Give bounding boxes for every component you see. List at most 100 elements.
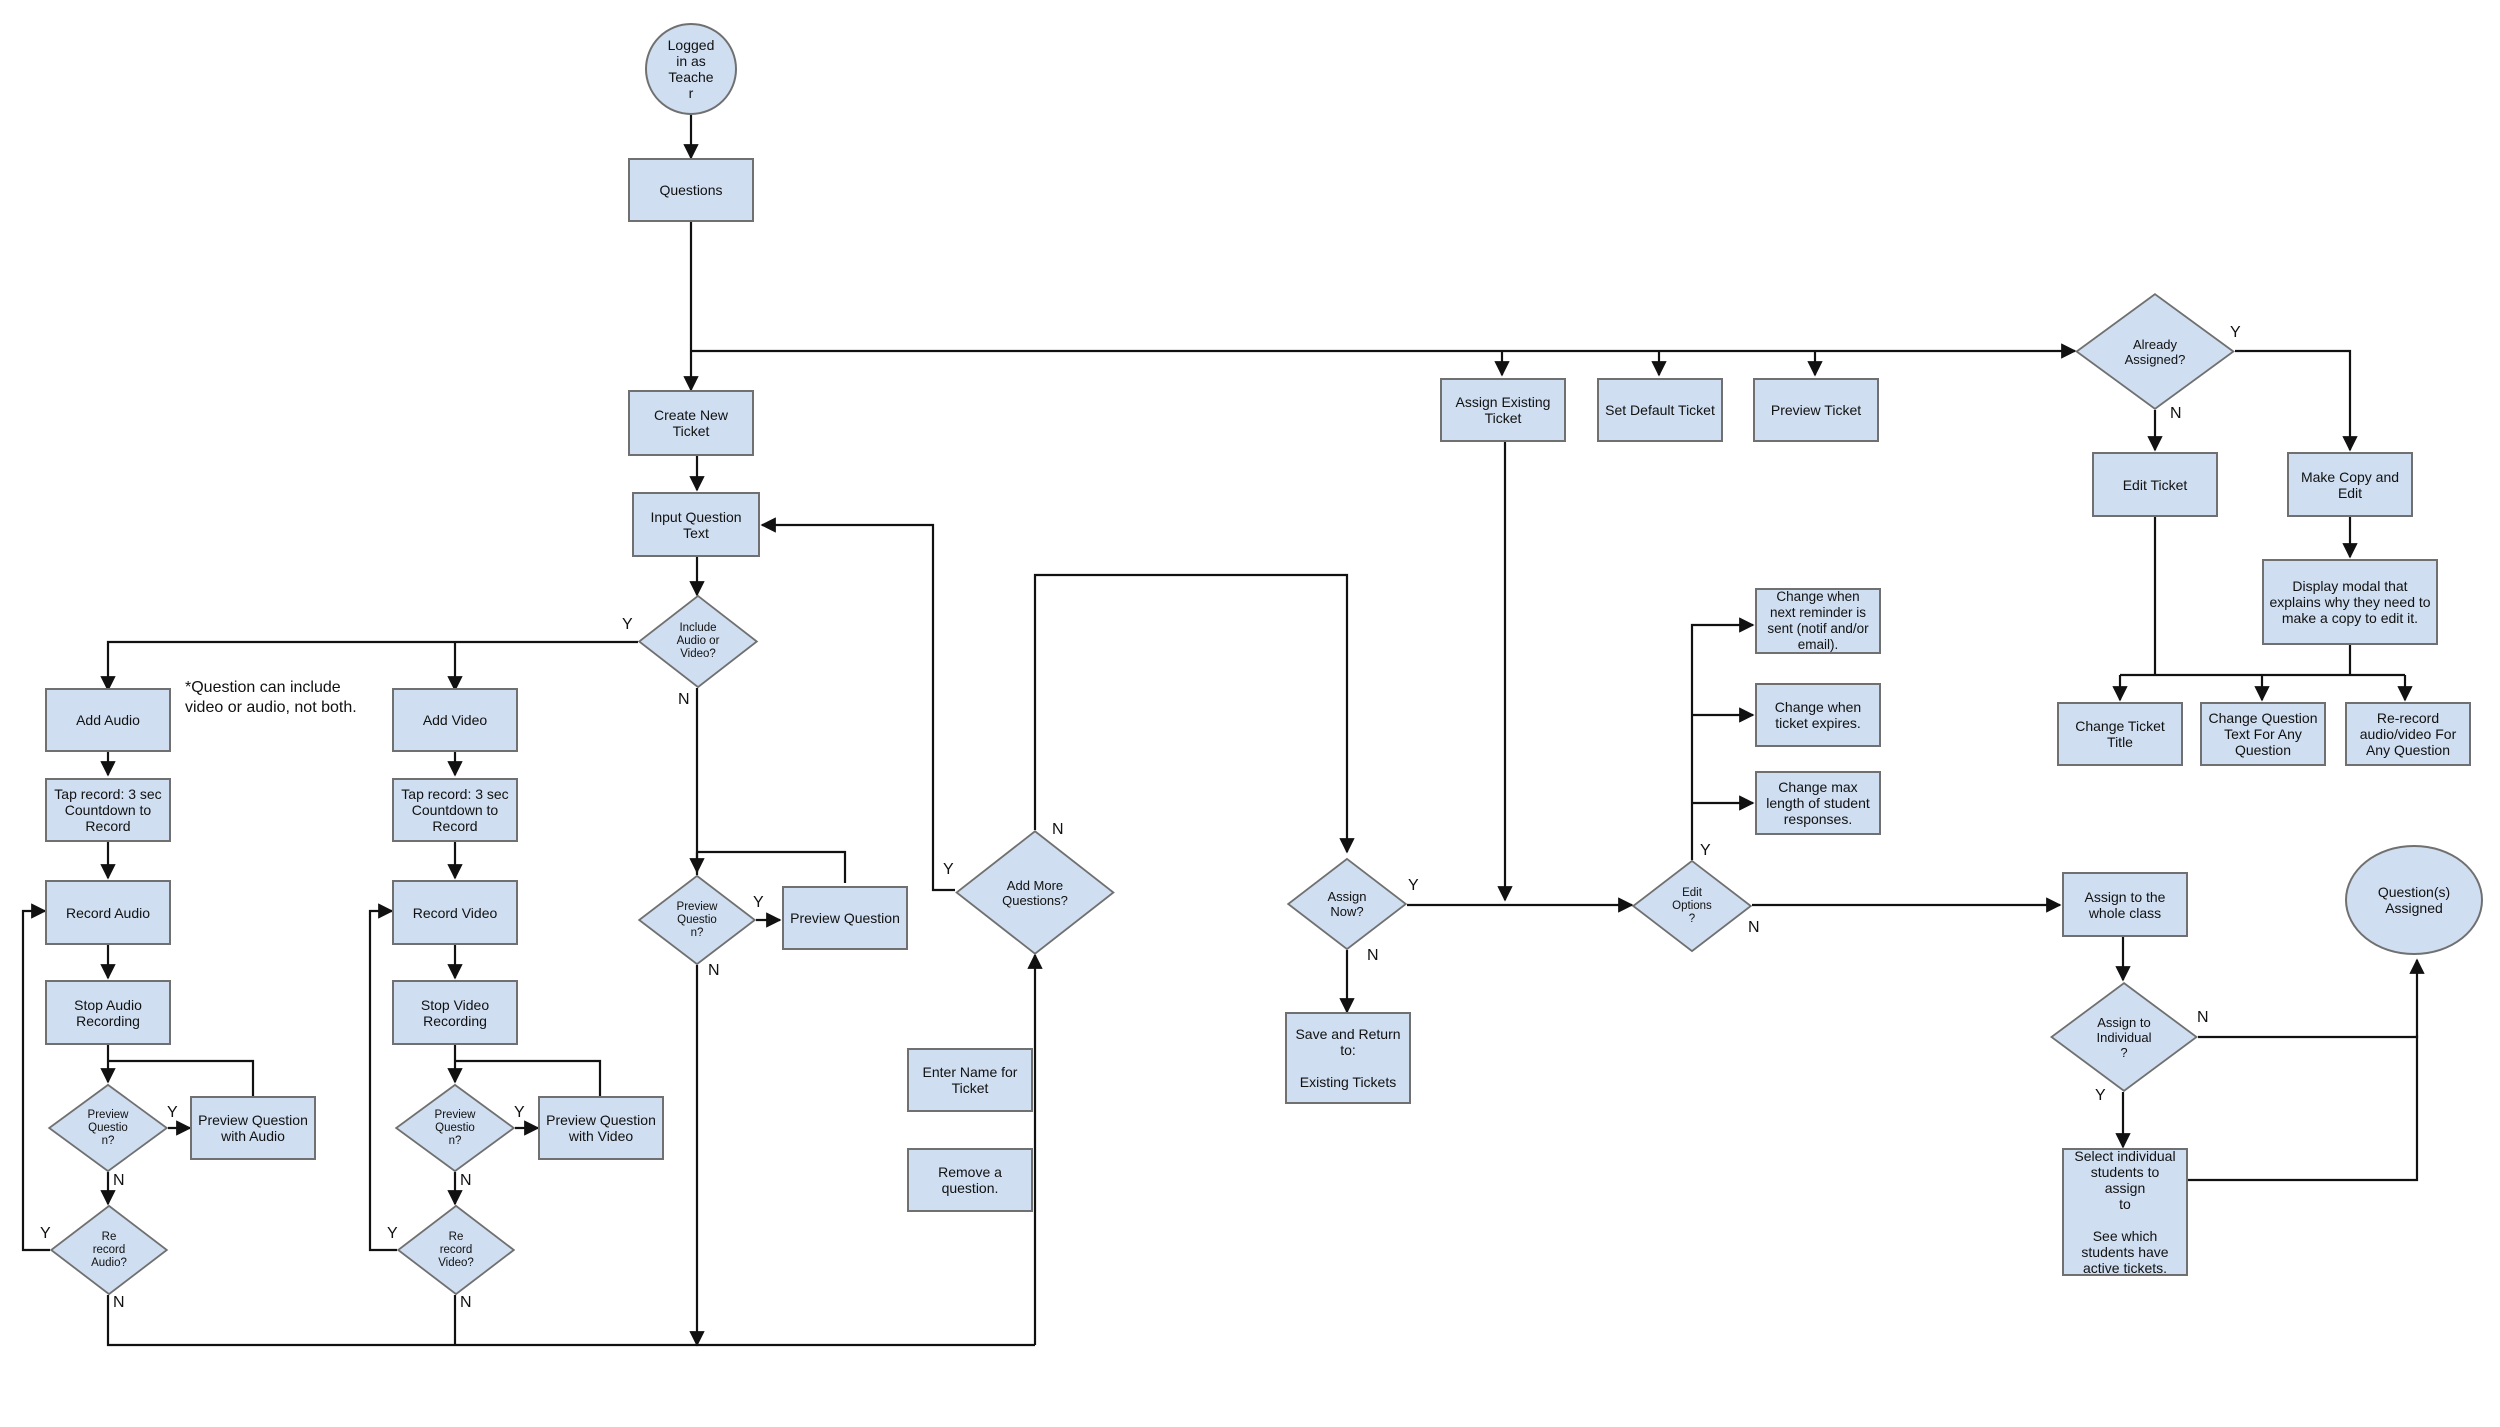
edge-select-to-assigned — [2188, 1035, 2419, 1182]
rerecord-audio-no-label: N — [113, 1294, 125, 1311]
input-question-text-node: Input Question Text — [632, 492, 760, 557]
preview-mid-yes-label: Y — [753, 894, 764, 911]
create-new-ticket-node: Create New Ticket — [628, 390, 754, 456]
tap-record-audio-node: Tap record: 3 sec Countdown to Record — [45, 778, 171, 842]
diamond-shape — [2075, 293, 2235, 410]
edge-rerecord-audio-no — [106, 1295, 1035, 1347]
decision-label: Include Audio or Video? — [676, 622, 720, 660]
decision-label: Assign to Individual ? — [2096, 1014, 2152, 1060]
decision-label: Already Assigned? — [2124, 336, 2186, 367]
add-more-yes-label: Y — [943, 861, 954, 878]
preview-audio-yes-label: Y — [167, 1104, 178, 1121]
save-return-node: Save and Return to: Existing Tickets — [1285, 1012, 1411, 1104]
preview-mid-no-label: N — [708, 962, 720, 979]
rerecord-audio-yes-label: Y — [40, 1225, 51, 1242]
preview-video-yes-label: Y — [514, 1104, 525, 1121]
make-copy-node: Make Copy and Edit — [2287, 452, 2413, 517]
add-more-no-label: N — [1052, 821, 1064, 838]
decision-label: Preview Questio n? — [87, 1108, 129, 1147]
preview-with-audio-node: Preview Question with Audio — [190, 1096, 316, 1160]
decision-label: Re record Audio? — [91, 1230, 127, 1269]
already-assigned-decision: Already Assigned? — [2075, 293, 2235, 410]
change-expires-node: Change when ticket expires. — [1755, 683, 1881, 747]
assign-individual-decision: Assign to Individual ? — [2050, 982, 2198, 1092]
enter-name-node: Enter Name for Ticket — [907, 1048, 1033, 1112]
stop-audio-node: Stop Audio Recording — [45, 980, 171, 1045]
already-assigned-no-label: N — [2170, 405, 2182, 422]
diamond-shape — [2050, 982, 2198, 1092]
edge-middle-to-preview — [697, 850, 847, 883]
diamond-shape — [48, 1084, 168, 1172]
diamond-shape — [395, 1084, 515, 1172]
edge-rerecord-video-yes — [368, 903, 397, 1252]
edit-options-decision: Edit Options ? — [1632, 860, 1752, 952]
display-modal-node: Display modal that explains why they nee… — [2262, 559, 2438, 645]
remove-question-node: Remove a question. — [907, 1148, 1033, 1212]
edge-add-more-yes — [760, 517, 955, 892]
rerecord-video-yes-label: Y — [387, 1225, 398, 1242]
end-questions-assigned-node: Question(s) Assigned — [2345, 845, 2483, 955]
audio-video-note: *Question can include video or audio, no… — [185, 679, 357, 716]
set-default-node: Set Default Ticket — [1597, 378, 1723, 442]
change-question-text-node: Change Question Text For Any Question — [2200, 702, 2326, 766]
assign-existing-node: Assign Existing Ticket — [1440, 378, 1566, 442]
decision-label: Preview Questio n? — [676, 900, 718, 939]
select-individual-node: Select individual students to assign to … — [2062, 1148, 2188, 1276]
edge-rerecord-audio-yes — [21, 903, 50, 1252]
stop-video-node: Stop Video Recording — [392, 980, 518, 1045]
preview-question-mid-decision: Preview Questio n? — [638, 875, 756, 965]
edge-already-yes — [2235, 349, 2358, 452]
edge-stop-audio-branch — [108, 1059, 255, 1096]
edit-options-no-label: N — [1748, 919, 1760, 936]
decision-label: Assign Now? — [1327, 889, 1367, 919]
decision-label: Edit Options ? — [1672, 886, 1712, 925]
preview-with-video-node: Preview Question with Video — [538, 1096, 664, 1160]
edge-individual-no — [2198, 958, 2425, 1039]
edge-options-bus — [1690, 617, 1755, 860]
already-assigned-yes-label: Y — [2230, 324, 2241, 341]
preview-audio-no-label: N — [113, 1172, 125, 1189]
tap-record-video-node: Tap record: 3 sec Countdown to Record — [392, 778, 518, 842]
assign-individual-no-label: N — [2197, 1009, 2209, 1026]
diamond-shape — [955, 830, 1115, 955]
assign-now-decision: Assign Now? — [1287, 858, 1407, 950]
decision-label: Add More Questions? — [1002, 877, 1068, 908]
change-ticket-title-node: Change Ticket Title — [2057, 702, 2183, 766]
edit-ticket-node: Edit Ticket — [2092, 452, 2218, 517]
start-logged-in-node: Logged in as Teache r — [645, 23, 737, 115]
diamond-shape — [1287, 858, 1407, 950]
change-max-length-node: Change max length of student responses. — [1755, 771, 1881, 835]
rerecord-video-decision: Re record Video? — [397, 1205, 515, 1295]
preview-ticket-node: Preview Ticket — [1753, 378, 1879, 442]
preview-question-video-decision: Preview Questio n? — [395, 1084, 515, 1172]
edit-options-yes-label: Y — [1700, 842, 1711, 859]
add-audio-node: Add Audio — [45, 688, 171, 752]
decision-label: Preview Questio n? — [434, 1108, 476, 1147]
diamond-shape — [397, 1205, 515, 1295]
change-reminder-node: Change when next reminder is sent (notif… — [1755, 588, 1881, 654]
record-video-node: Record Video — [392, 880, 518, 945]
edge-include-yes-bus — [100, 640, 638, 692]
questions-node: Questions — [628, 158, 754, 222]
preview-question-audio-decision: Preview Questio n? — [48, 1084, 168, 1172]
edge-stop-video-branch — [455, 1059, 602, 1096]
diamond-shape — [638, 595, 758, 688]
preview-question-node: Preview Question — [782, 886, 908, 950]
add-video-node: Add Video — [392, 688, 518, 752]
preview-video-no-label: N — [460, 1172, 472, 1189]
assign-whole-class-node: Assign to the whole class — [2062, 872, 2188, 937]
diamond-shape — [638, 875, 756, 965]
add-more-questions-decision: Add More Questions? — [955, 830, 1115, 955]
assign-now-yes-label: Y — [1408, 877, 1419, 894]
assign-now-no-label: N — [1367, 947, 1379, 964]
assign-individual-yes-label: Y — [2095, 1087, 2106, 1104]
record-audio-node: Record Audio — [45, 880, 171, 945]
edge-add-more-no — [1033, 573, 1355, 854]
diamond-shape — [50, 1205, 168, 1295]
rerecord-video-no-label: N — [460, 1294, 472, 1311]
include-yes-label: Y — [622, 616, 633, 633]
rerecord-any-node: Re-record audio/video For Any Question — [2345, 702, 2471, 766]
rerecord-audio-decision: Re record Audio? — [50, 1205, 168, 1295]
include-no-label: N — [678, 691, 690, 708]
